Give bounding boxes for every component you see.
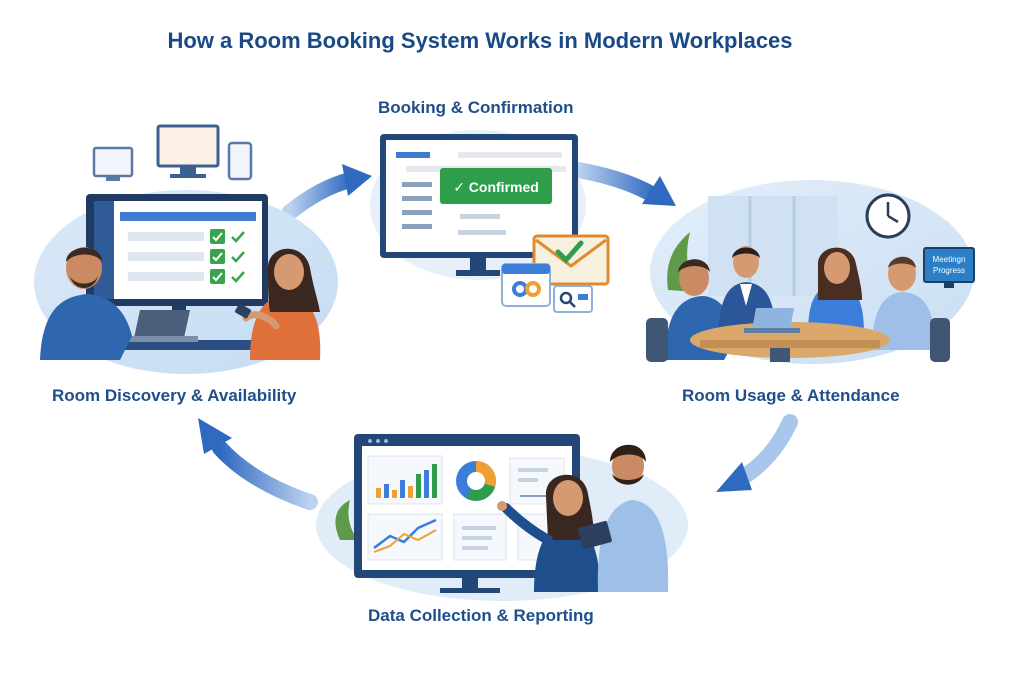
search-icon [553, 285, 593, 313]
devices-icon [92, 124, 253, 181]
email-confirmation-icon [532, 234, 610, 286]
person-man-icon [40, 247, 132, 360]
person-analyst-icon [578, 444, 669, 592]
check-icon [210, 229, 245, 284]
meeting-people-icon [665, 246, 935, 360]
pie-chart-icon [456, 461, 496, 501]
booking-illustration [370, 130, 610, 313]
stage-label-usage: Room Usage & Attendance [682, 386, 900, 405]
sign-text-line2: Progress [933, 266, 965, 275]
arrow-discovery-to-booking [282, 164, 372, 220]
sign-text-line1: Meetingn [933, 255, 966, 264]
arrow-booking-to-usage [570, 162, 676, 206]
confirmed-badge: ✓ Confirmed [440, 168, 552, 204]
arrow-data-to-discovery [198, 418, 318, 510]
meeting-sign: Meetingn Progress [923, 247, 975, 288]
stage-label-data: Data Collection & Reporting [368, 606, 594, 625]
clock-icon [865, 193, 911, 239]
stage-label-booking: Booking & Confirmation [378, 98, 574, 117]
data-illustration [316, 434, 688, 601]
page-title: How a Room Booking System Works in Moder… [167, 28, 793, 53]
usage-illustration: Meetingn Progress [646, 180, 975, 364]
discovery-illustration [34, 124, 338, 374]
stage-label-discovery: Room Discovery & Availability [52, 386, 297, 405]
confirmed-badge-text: ✓ Confirmed [453, 179, 539, 195]
arrow-usage-to-data [716, 414, 798, 492]
bar-chart-icon [367, 455, 443, 505]
person-woman-icon [234, 248, 321, 360]
line-chart-icon [367, 513, 443, 561]
calendar-app-icon [501, 263, 551, 307]
